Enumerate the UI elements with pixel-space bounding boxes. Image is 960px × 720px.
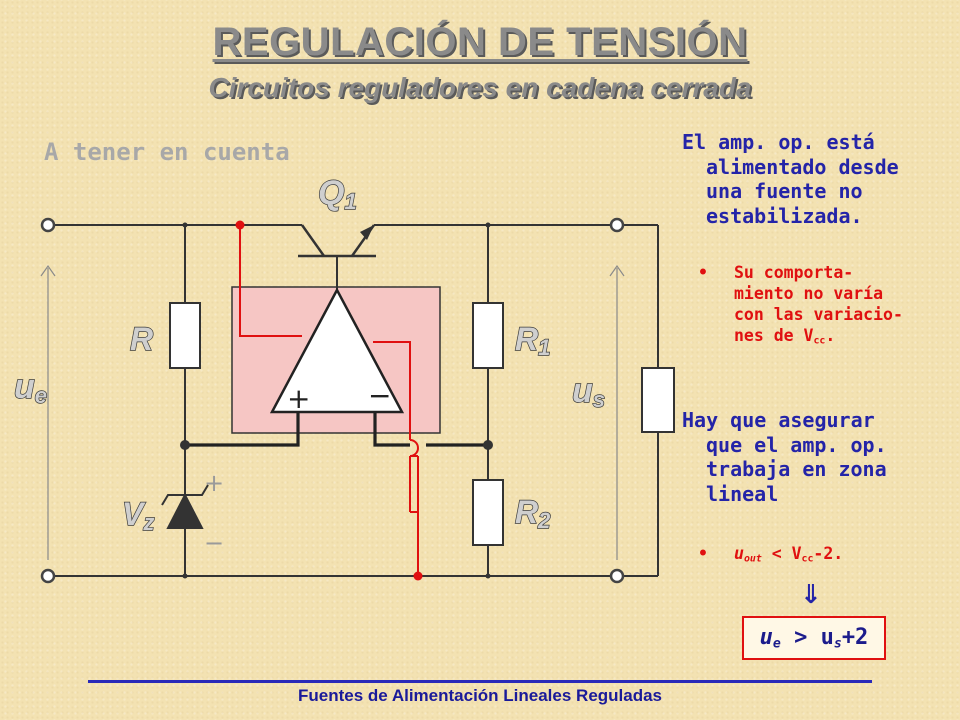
- resistor-r2-label: R2: [515, 494, 551, 533]
- resistor-r-label: R: [130, 321, 153, 357]
- paragraph-linear-zone: Hay que asegurar que el amp. op. trabaja…: [682, 408, 887, 506]
- red-junction-dots: [235, 220, 423, 581]
- resistor-r2: [472, 479, 504, 546]
- page-subtitle: Circuitos reguladores en cadena cerrada: [208, 72, 752, 103]
- resistor-r1-label: R1: [515, 321, 550, 360]
- zener-minus-sign: −: [204, 529, 224, 557]
- junction-dots: [180, 222, 493, 579]
- bullet-uout-condition: •uout < Vcc-2.: [698, 544, 844, 565]
- formula-box: ue > us+2: [742, 616, 886, 660]
- zener-plus-sign: +: [204, 469, 224, 497]
- opamp-triangle: [269, 287, 405, 414]
- paragraph-opamp-supply: El amp. op. está alimentado desde una fu…: [682, 130, 899, 228]
- zener-diode: [161, 484, 209, 529]
- output-voltage-label: us: [572, 372, 605, 412]
- thick-wires: [185, 412, 488, 447]
- transistor-label: Q1: [318, 174, 357, 214]
- page-title: REGULACIÓN DE TENSIÓN: [212, 20, 748, 64]
- transistor-q1: [298, 224, 376, 258]
- footer-text: Fuentes de Alimentación Lineales Regulad…: [297, 686, 663, 705]
- opamp-plus-sign: +: [287, 382, 310, 415]
- resistor-r1: [472, 302, 504, 369]
- zener-voltage-label: Vz: [122, 496, 154, 535]
- terminals: [40, 217, 625, 584]
- load-resistor: [641, 367, 675, 433]
- opamp-minus-sign: −: [368, 379, 391, 412]
- resistor-r: [169, 302, 201, 369]
- voltage-arrows: [40, 264, 625, 560]
- wires: [54, 224, 659, 577]
- input-voltage-label: ue: [14, 368, 47, 408]
- section-label: A tener en cuenta: [44, 138, 290, 166]
- footer-divider: [88, 680, 872, 683]
- regulator-circuit-diagram: Q1 R R1 R2 ue us Vz + − + −: [13, 173, 675, 584]
- bullet-behavior: •Su comporta- miento no varía con las va…: [698, 263, 903, 347]
- feedback-wires: [239, 225, 419, 576]
- implies-arrow-icon: ⇓: [800, 580, 822, 610]
